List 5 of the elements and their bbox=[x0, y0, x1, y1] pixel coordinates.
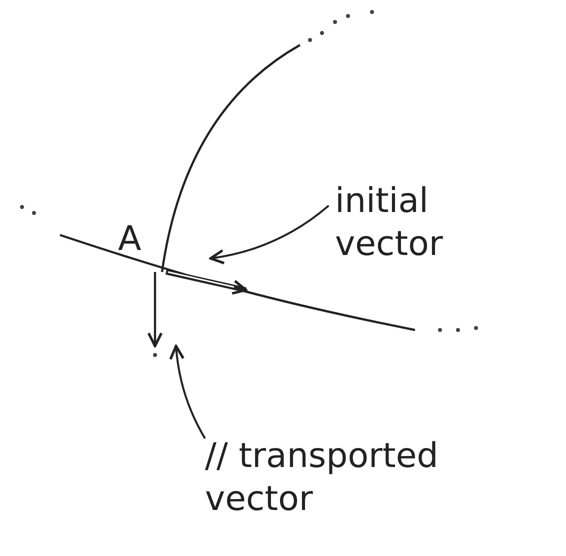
point-label: A bbox=[118, 218, 142, 260]
annotation-text: // transported vector bbox=[205, 435, 550, 520]
annotation-text: initial vector bbox=[335, 180, 545, 265]
leader-line bbox=[209, 204, 330, 264]
leader-line bbox=[169, 344, 206, 439]
